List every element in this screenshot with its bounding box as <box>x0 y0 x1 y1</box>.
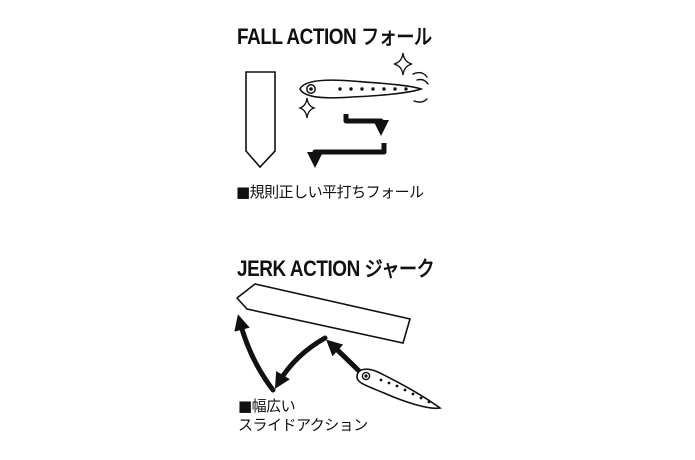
jerk-caption-line1: ■幅広い <box>238 397 296 415</box>
fall-jig-lure <box>299 79 424 99</box>
fall-action-title-en: FALL ACTION <box>237 24 357 49</box>
jerk-arrow-left-up <box>234 314 276 393</box>
fall-caption: ■規則正しい平打ちフォール <box>236 183 424 201</box>
jig-lure-dots <box>338 87 408 91</box>
jerk-jig-lure <box>356 368 443 410</box>
jerk-arrow-down-left <box>274 335 328 389</box>
sparkle-icon <box>297 97 317 119</box>
jig-lure-pupil <box>364 374 368 378</box>
jig-lure-pupil <box>309 87 313 91</box>
jig-lure-body <box>356 368 443 410</box>
fall-flat-lure-outline <box>245 71 276 169</box>
fall-action-title-jp: フォール <box>361 25 432 49</box>
jerk-arrow-up-from-lure <box>326 339 363 375</box>
jerk-action-title-en: JERK ACTION <box>237 256 360 281</box>
jerk-tilted-lure-outline <box>235 283 412 344</box>
fall-arrow-long <box>306 143 387 169</box>
jerk-caption-line2: スライドアクション <box>238 416 368 434</box>
fall-action-title: FALL ACTION フォール <box>237 21 432 51</box>
jig-lure-dots <box>379 378 431 404</box>
jerk-action-title: JERK ACTION ジャーク <box>237 253 435 283</box>
jerk-action-title-jp: ジャーク <box>364 257 435 281</box>
fall-arrow-short <box>343 114 390 137</box>
flutter-motion-lines <box>412 71 429 103</box>
sparkle-icon <box>393 52 413 76</box>
